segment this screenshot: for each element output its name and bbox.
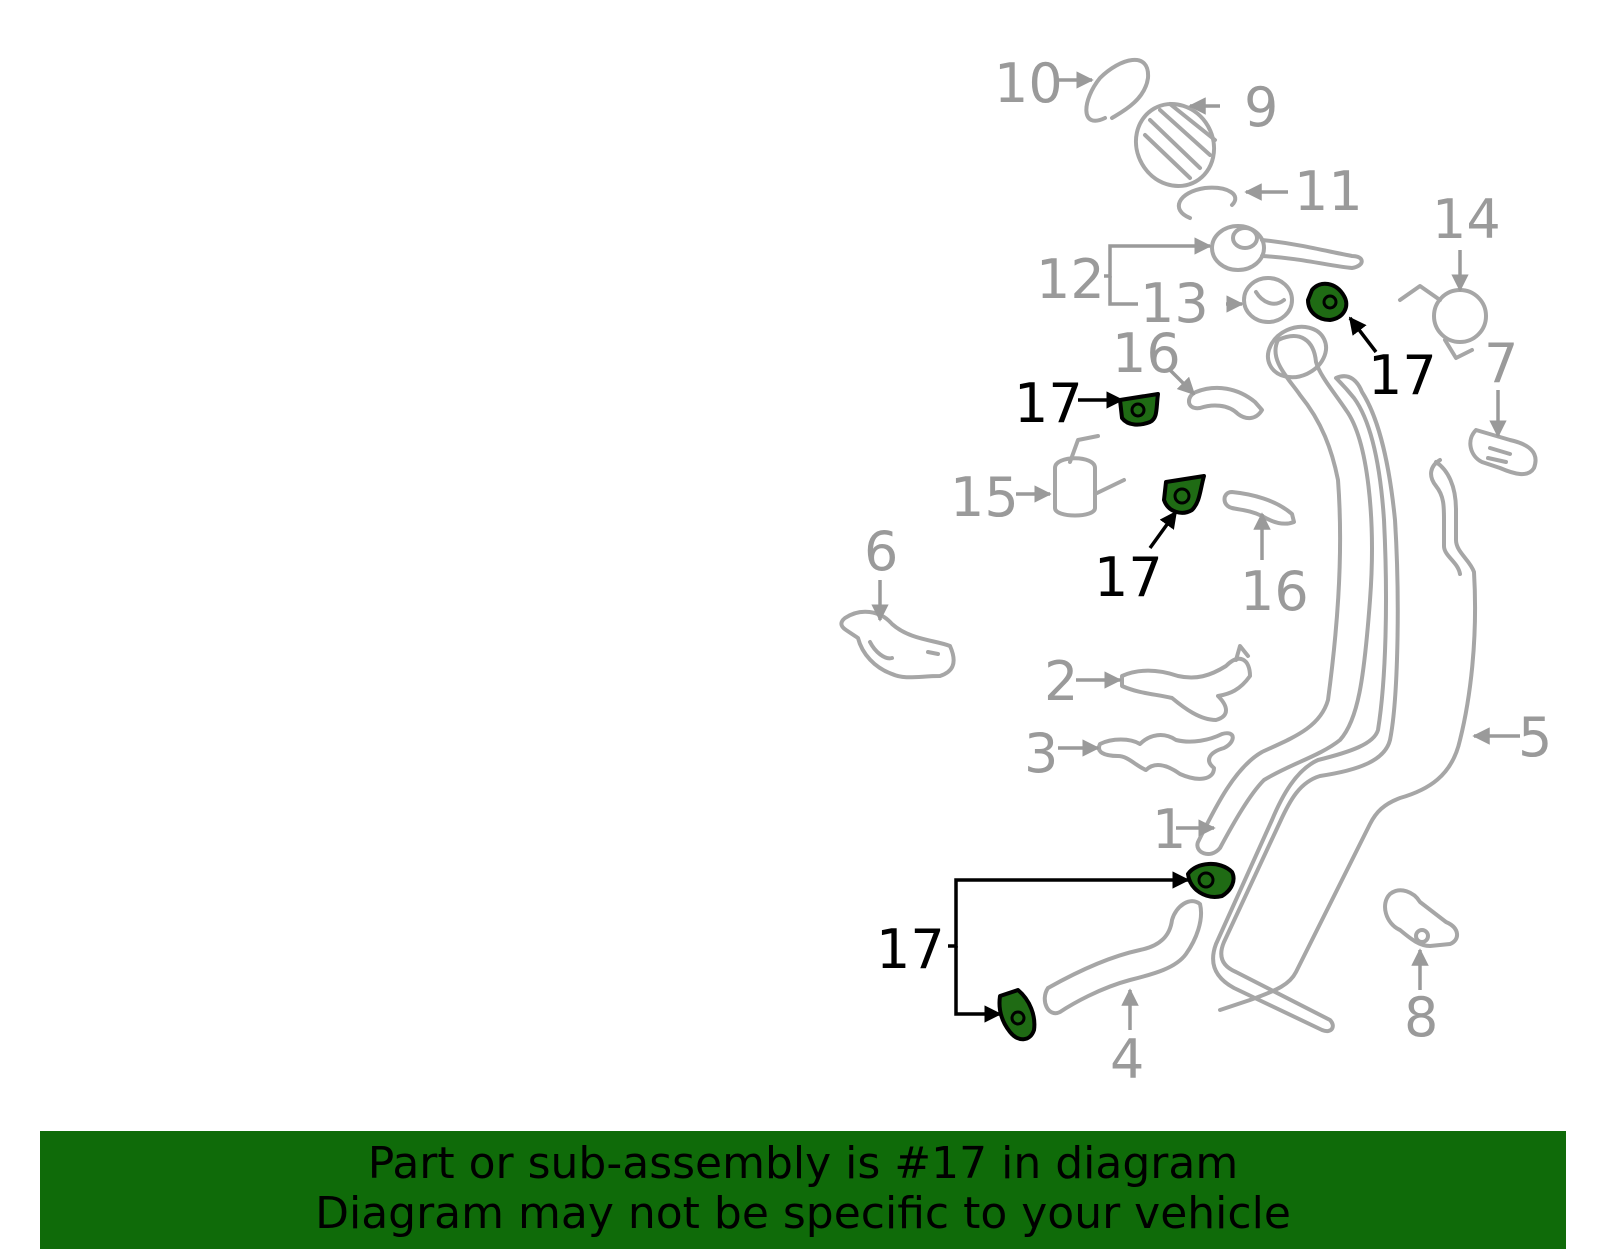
gray-leaders	[871, 71, 1520, 1030]
black-leaders	[948, 316, 1378, 1023]
clip-17-lower-right[interactable]	[1186, 862, 1236, 899]
part-10-oring	[1084, 58, 1151, 123]
part-1-filler-pipe	[1195, 324, 1374, 856]
callout-13: 13	[1140, 272, 1209, 335]
callouts: 10 9 11 12 13 14 7 16 15 16 6 2 3 5 1 4 …	[864, 52, 1552, 1091]
part-16b-hose	[1222, 490, 1296, 526]
callout-5: 5	[1518, 706, 1552, 769]
part-12-cap	[1210, 224, 1364, 272]
callout-3: 3	[1024, 722, 1058, 785]
callout-12: 12	[1036, 248, 1105, 311]
callout-17-lower-left: 17	[876, 918, 945, 981]
part-13-seal	[1242, 276, 1294, 324]
callout-1: 1	[1152, 798, 1186, 861]
callout-11: 11	[1294, 160, 1363, 223]
callout-2: 2	[1044, 650, 1078, 713]
callout-17-top-right: 17	[1368, 344, 1437, 407]
banner-line-2: Diagram may not be specific to your vehi…	[315, 1188, 1291, 1239]
callout-16b: 16	[1240, 560, 1309, 623]
part-9-boot	[1133, 101, 1217, 189]
part-5-vent-line	[1211, 374, 1478, 1033]
callout-8: 8	[1404, 986, 1438, 1049]
callout-15: 15	[950, 466, 1019, 529]
callout-16a: 16	[1112, 322, 1181, 385]
part-3-bracket	[1097, 731, 1235, 781]
banner-line-1: Part or sub-assembly is #17 in diagram	[367, 1138, 1239, 1189]
callout-4: 4	[1110, 1028, 1144, 1091]
info-banner: Part or sub-assembly is #17 in diagram D…	[40, 1131, 1566, 1249]
parts-diagram: 10 9 11 12 13 14 7 16 15 16 6 2 3 5 1 4 …	[839, 52, 1552, 1091]
part-11-ring	[1177, 185, 1238, 220]
callout-14: 14	[1432, 188, 1501, 251]
callout-10: 10	[994, 52, 1063, 115]
part-15-canister	[1053, 434, 1126, 518]
callout-17-middle: 17	[1094, 546, 1163, 609]
callout-7: 7	[1484, 332, 1518, 395]
clip-17-upper-left[interactable]	[1118, 392, 1160, 427]
part-6-bracket	[839, 609, 956, 680]
clip-17-middle[interactable]	[1162, 474, 1206, 515]
part-2-bracket	[1120, 644, 1252, 722]
clip-17-top-right[interactable]	[1306, 281, 1349, 322]
part-7-bracket	[1468, 428, 1538, 476]
callout-6: 6	[864, 520, 898, 583]
part-4-hose	[1042, 899, 1203, 1016]
clip-17-lower-left[interactable]	[997, 988, 1037, 1042]
part-8-connector	[1383, 888, 1459, 948]
callout-9: 9	[1244, 76, 1278, 139]
callout-17-upper-left: 17	[1014, 372, 1083, 435]
part-16a-hose	[1187, 385, 1264, 421]
